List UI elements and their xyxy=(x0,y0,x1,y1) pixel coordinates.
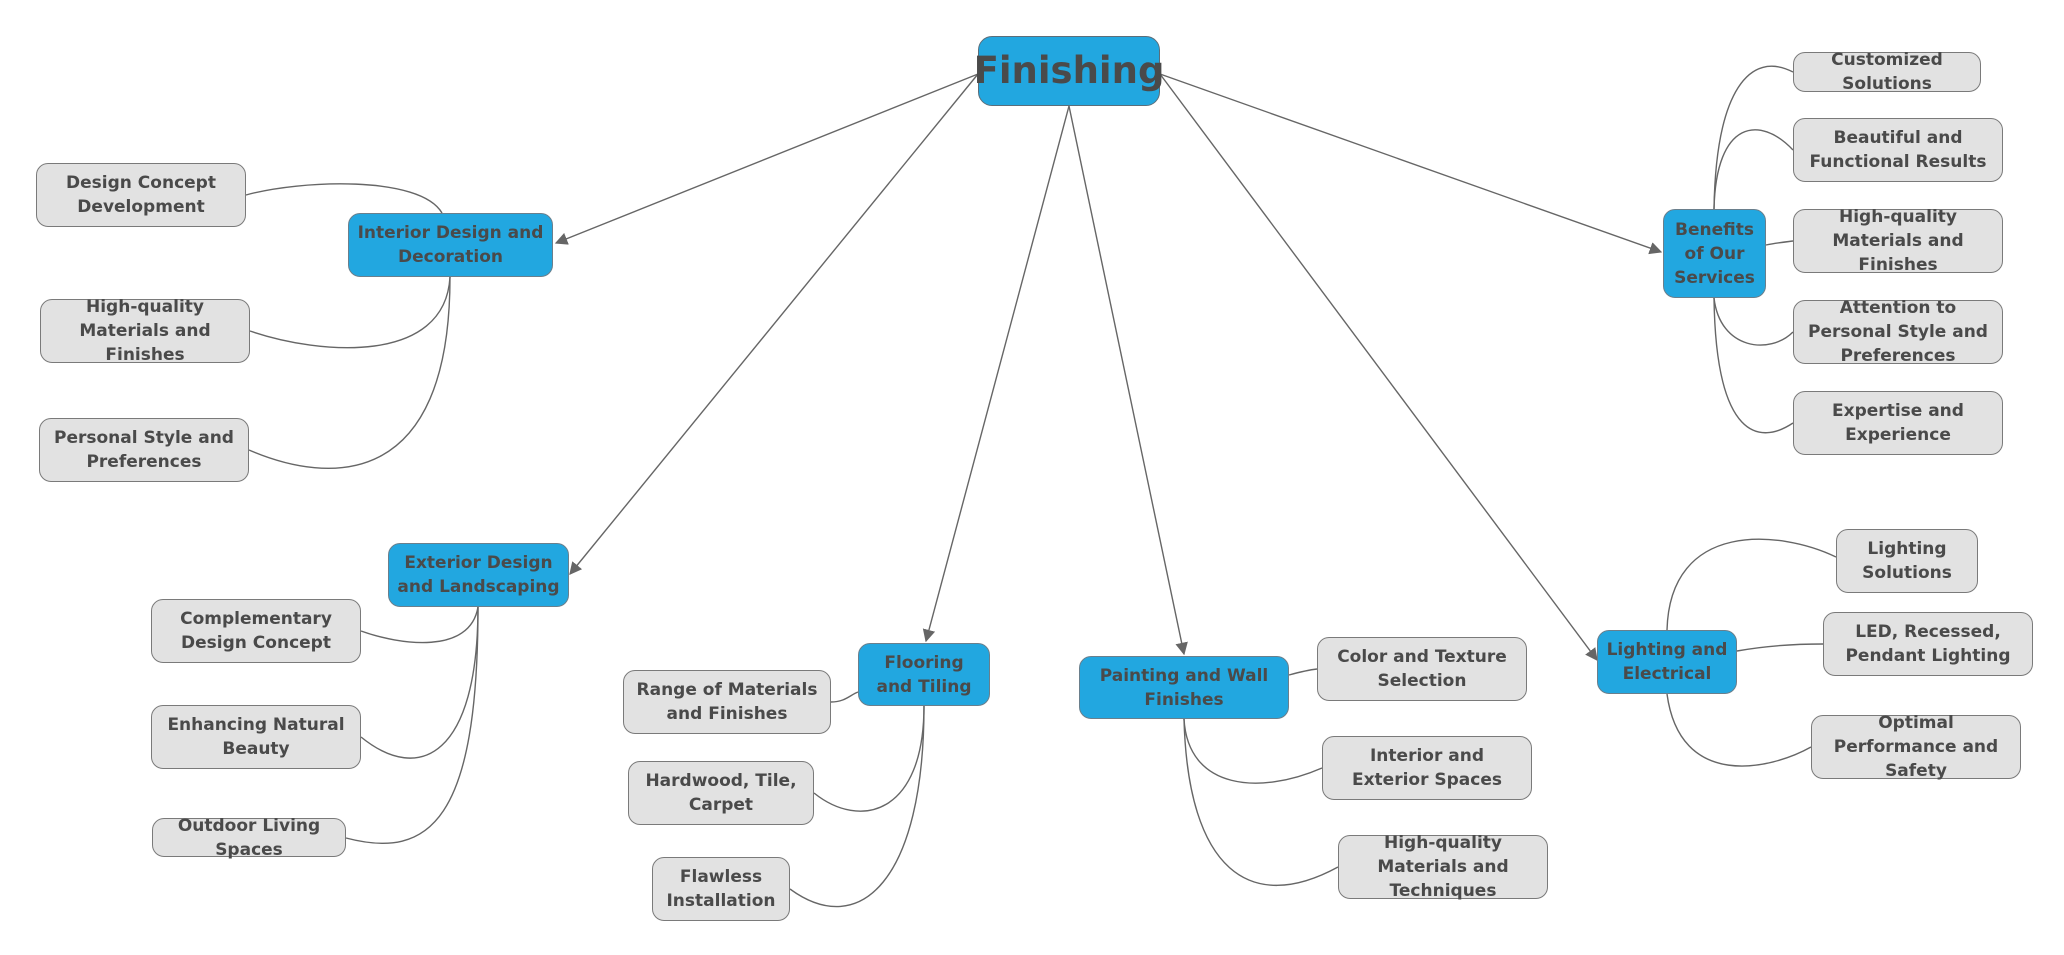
leaf-beautiful-functional-results[interactable]: Beautiful and Functional Results xyxy=(1793,118,2003,182)
edge-painting-leaf-2 xyxy=(1183,718,1339,887)
leaf-color-texture-selection[interactable]: Color and Texture Selection xyxy=(1317,637,1527,701)
branch-painting-wall-finishes[interactable]: Painting and Wall Finishes xyxy=(1079,656,1289,719)
edge-lighting-leaf-0 xyxy=(1666,538,1837,631)
branch-flooring-tiling[interactable]: Flooring and Tiling xyxy=(858,643,990,706)
edge-interior-leaf-0 xyxy=(245,183,443,214)
edge-flooring-leaf-1 xyxy=(813,705,925,812)
leaf-customized-solutions[interactable]: Customized Solutions xyxy=(1793,50,1981,94)
leaf-optimal-performance-safety[interactable]: Optimal Performance and Safety xyxy=(1811,713,2021,781)
leaf-design-concept-development[interactable]: Design Concept Development xyxy=(36,163,246,227)
branch-benefits-of-services[interactable]: Benefits of Our Services xyxy=(1663,209,1766,298)
edge-benefits-leaf-0 xyxy=(1713,65,1794,210)
edge-root-flooring xyxy=(922,105,1070,643)
edge-exterior-leaf-0 xyxy=(360,606,479,644)
edge-root-lighting xyxy=(1159,73,1598,662)
edge-root-exterior xyxy=(569,73,979,575)
edge-flooring-leaf-0 xyxy=(830,691,859,703)
branch-exterior-design[interactable]: Exterior Design and Landscaping xyxy=(388,543,569,607)
edge-exterior-leaf-1 xyxy=(360,606,479,759)
leaf-expertise-experience[interactable]: Expertise and Experience xyxy=(1793,391,2003,455)
edge-root-painting xyxy=(1068,105,1188,656)
branch-interior-design[interactable]: Interior Design and Decoration xyxy=(348,213,553,277)
edge-exterior-leaf-2 xyxy=(345,606,479,845)
edge-painting-leaf-0 xyxy=(1288,668,1318,676)
leaf-hardwood-tile-carpet[interactable]: Hardwood, Tile, Carpet xyxy=(628,761,814,825)
leaf-benefits-materials-finishes[interactable]: High-quality Materials and Finishes xyxy=(1793,207,2003,275)
leaf-flawless-installation[interactable]: Flawless Installation xyxy=(652,857,790,921)
leaf-interior-materials-finishes[interactable]: High-quality Materials and Finishes xyxy=(40,297,250,365)
edge-benefits-leaf-1 xyxy=(1713,129,1794,210)
leaf-complementary-design-concept[interactable]: Complementary Design Concept xyxy=(151,599,361,663)
edge-root-interior xyxy=(554,73,979,245)
edge-root-benefits xyxy=(1159,73,1663,255)
edge-lighting-leaf-2 xyxy=(1666,693,1812,767)
leaf-range-of-materials[interactable]: Range of Materials and Finishes xyxy=(623,670,831,734)
leaf-interior-exterior-spaces[interactable]: Interior and Exterior Spaces xyxy=(1322,736,1532,800)
leaf-led-recessed-pendant[interactable]: LED, Recessed, Pendant Lighting xyxy=(1823,612,2033,676)
edge-interior-leaf-1 xyxy=(249,276,451,349)
branch-lighting-electrical[interactable]: Lighting and Electrical xyxy=(1597,630,1737,694)
edge-benefits-leaf-4 xyxy=(1713,297,1794,434)
leaf-outdoor-living-spaces[interactable]: Outdoor Living Spaces xyxy=(152,816,346,860)
leaf-attention-personal-style[interactable]: Attention to Personal Style and Preferen… xyxy=(1793,298,2003,366)
edge-interior-leaf-2 xyxy=(248,276,451,469)
edge-lighting-leaf-1 xyxy=(1736,643,1824,652)
edge-painting-leaf-1 xyxy=(1183,718,1323,784)
leaf-personal-style-preferences[interactable]: Personal Style and Preferences xyxy=(39,418,249,482)
leaf-enhancing-natural-beauty[interactable]: Enhancing Natural Beauty xyxy=(151,705,361,769)
root-topic-finishing[interactable]: Finishing xyxy=(974,36,1164,106)
leaf-lighting-solutions[interactable]: Lighting Solutions xyxy=(1836,529,1978,593)
edge-flooring-leaf-2 xyxy=(789,705,925,908)
edge-benefits-leaf-2 xyxy=(1765,240,1794,246)
leaf-materials-techniques[interactable]: High-quality Materials and Techniques xyxy=(1338,833,1548,901)
edge-benefits-leaf-3 xyxy=(1713,297,1794,346)
